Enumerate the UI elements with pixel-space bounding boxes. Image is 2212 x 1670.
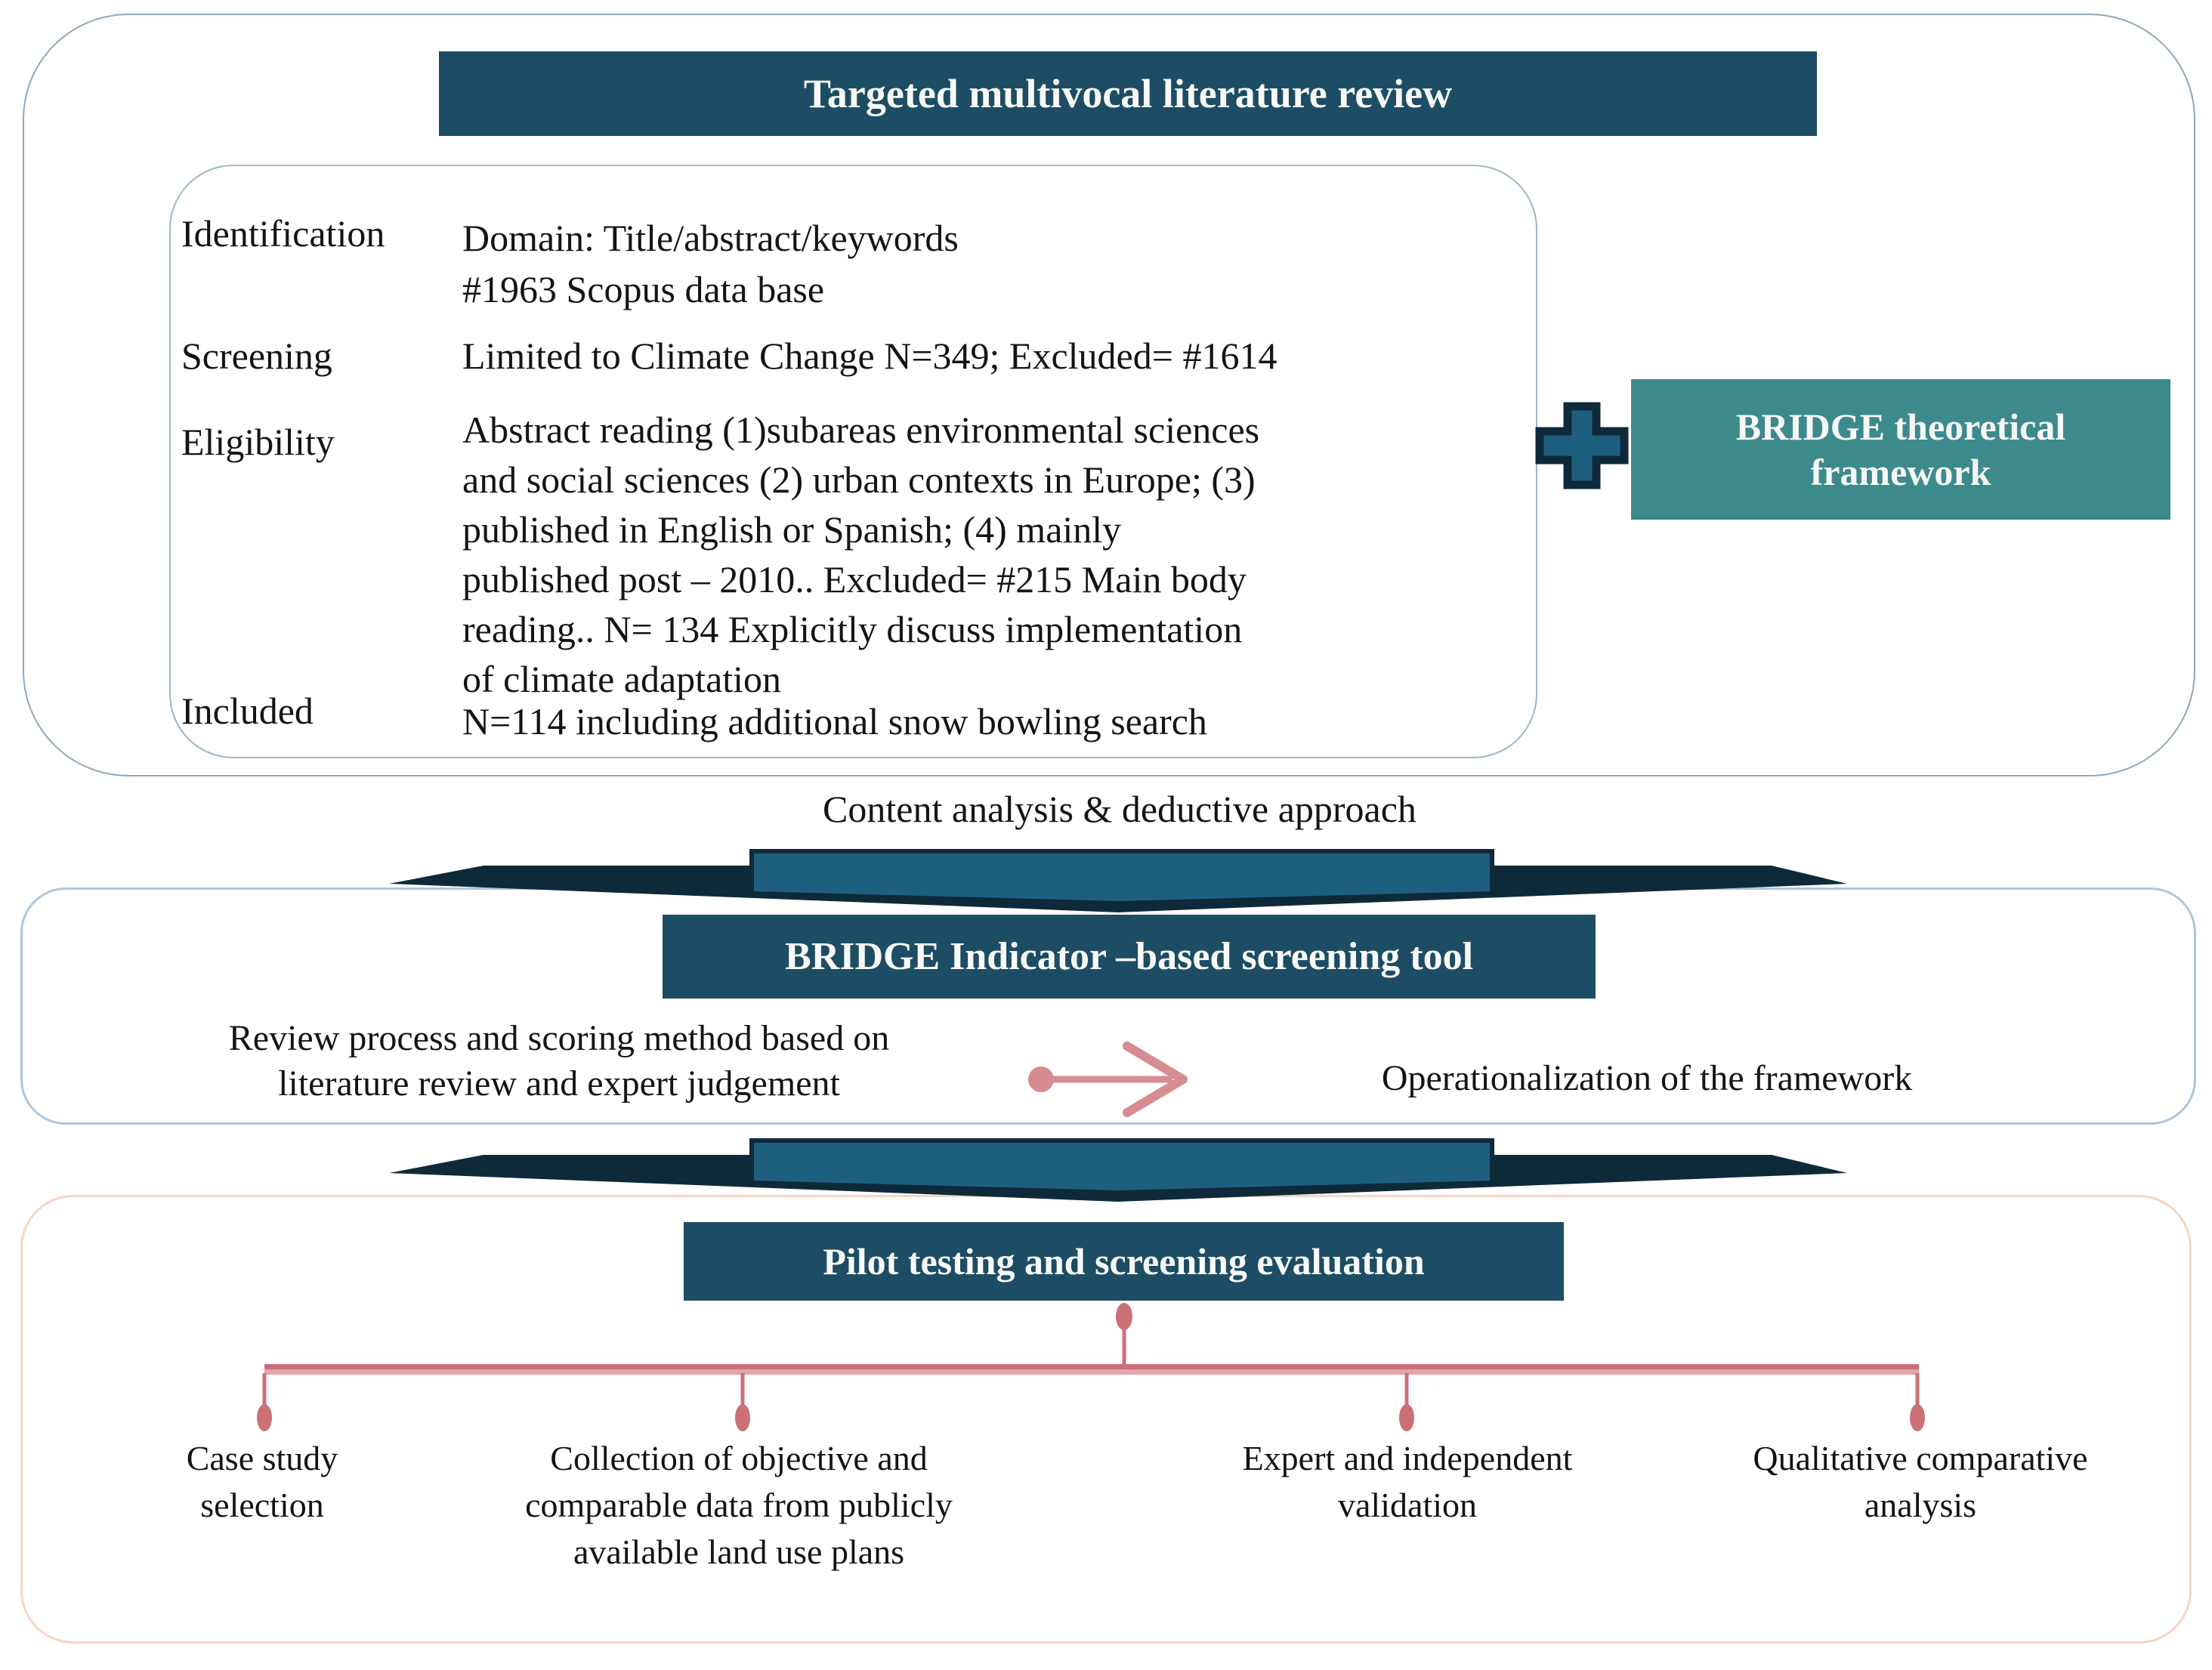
branch-line: Case study	[186, 1439, 338, 1477]
section3-title: Pilot testing and screening evaluation	[823, 1240, 1425, 1283]
review-process-text: Review process and scoring method based …	[121, 1016, 997, 1107]
review-process-line: Review process and scoring method based …	[228, 1018, 890, 1058]
branch-line: Collection of objective and	[550, 1439, 928, 1477]
content-analysis-label: Content analysis & deductive approach	[823, 788, 1416, 830]
branch-case-study: Case study selection	[73, 1435, 451, 1529]
eligibility-line: reading.. N= 134 Explicitly discuss impl…	[462, 608, 1243, 650]
branch-line: Expert and independent	[1242, 1439, 1573, 1477]
theoretical-framework-box: BRIDGE theoretical framework	[1631, 379, 2170, 520]
branch-expert-validation: Expert and independent validation	[1143, 1435, 1672, 1529]
identification-line: #1963 Scopus data base	[462, 268, 825, 310]
eligibility-line: published post – 2010.. Excluded= #215 M…	[462, 558, 1247, 600]
stage-label-eligibility: Eligibility	[181, 421, 335, 463]
branch-data-collection: Collection of objective and comparable d…	[474, 1435, 1003, 1576]
section2-header: BRIDGE Indicator –based screening tool	[663, 915, 1596, 999]
branch-line: comparable data from publicly	[525, 1486, 953, 1524]
stage-label-screening: Screening	[181, 335, 332, 377]
branch-line: Qualitative comparative	[1753, 1439, 2088, 1477]
eligibility-line: Abstract reading (1)subareas environment…	[462, 409, 1260, 451]
branch-line: selection	[200, 1486, 324, 1524]
section1-title: Targeted multivocal literature review	[803, 71, 1453, 116]
branch-line: available land use plans	[573, 1533, 905, 1571]
branch-qualitative-analysis: Qualitative comparative analysis	[1656, 1435, 2185, 1529]
branch-line: validation	[1338, 1486, 1477, 1524]
identification-line: Domain: Title/abstract/keywords	[462, 217, 959, 259]
screening-line: Limited to Climate Change N=349; Exclude…	[462, 335, 1277, 377]
operationalization-text: Operationalization of the framework	[1381, 1058, 1913, 1098]
stage-label-identification: Identification	[181, 212, 385, 255]
literature-review-panel	[23, 14, 2195, 776]
section1-header: Targeted multivocal literature review	[439, 51, 1817, 136]
section3-header: Pilot testing and screening evaluation	[684, 1222, 1564, 1301]
section2-title: BRIDGE Indicator –based screening tool	[784, 935, 1474, 978]
down-chevron-icon	[389, 1138, 1847, 1202]
included-line: N=114 including additional snow bowling …	[462, 700, 1207, 742]
eligibility-line: published in English or Spanish; (4) mai…	[462, 508, 1122, 551]
eligibility-line: and social sciences (2) urban contexts i…	[462, 458, 1256, 501]
review-process-line: literature review and expert judgement	[278, 1063, 840, 1104]
branch-line: analysis	[1864, 1486, 1977, 1524]
eligibility-line: of climate adaptation	[462, 658, 782, 700]
theoretical-framework-label: BRIDGE theoretical framework	[1735, 406, 2066, 493]
stage-label-included: Included	[181, 690, 314, 732]
